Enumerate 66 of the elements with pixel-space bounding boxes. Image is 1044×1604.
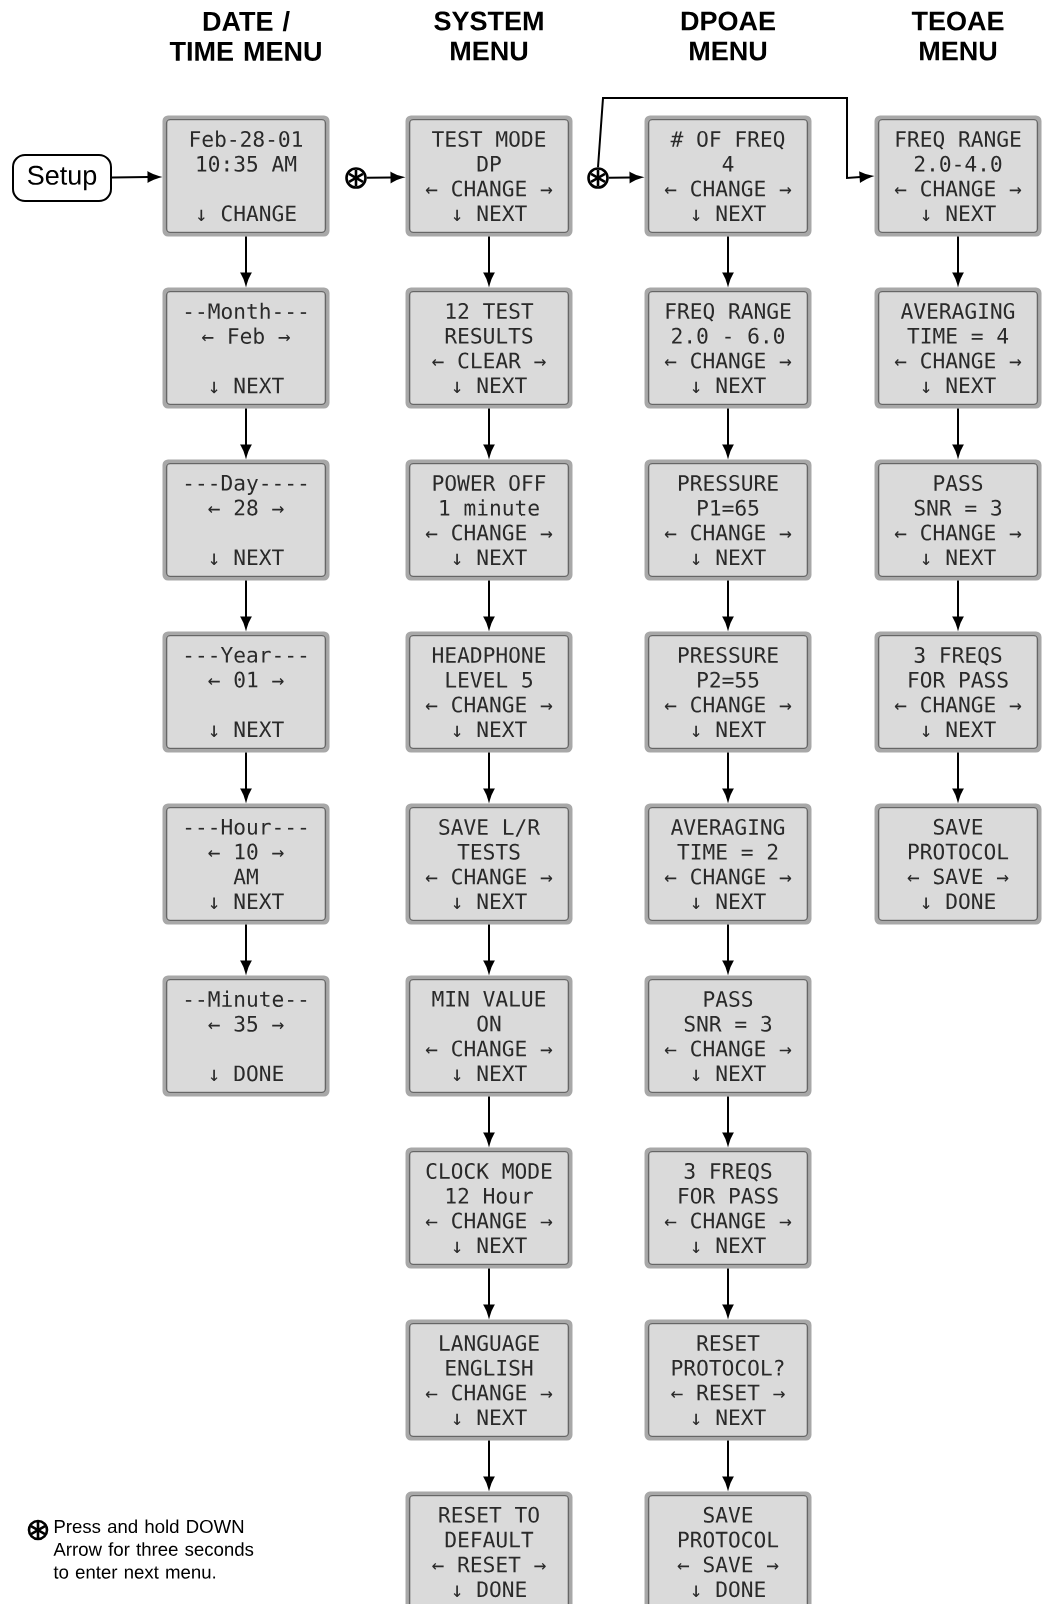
column-heading: DATE / TIME MENU [169, 11, 321, 61]
star-symbol [587, 167, 609, 189]
arrow [483, 751, 495, 801]
arrow [240, 235, 252, 285]
arrow [722, 1095, 734, 1145]
arrow [722, 407, 734, 457]
arrow [722, 579, 734, 629]
arrow [952, 579, 964, 629]
arrow [483, 1439, 495, 1489]
lcd-screen: PASS SNR = 3 ← CHANGE → ↓ NEXT [644, 975, 812, 1097]
lcd-screen: SAVE PROTOCOL ← SAVE → ↓ DONE [644, 1491, 812, 1604]
lcd-screen: --Month--- ← Feb → ↓ NEXT [162, 287, 330, 409]
lcd-screen: AVERAGING TIME = 4 ← CHANGE → ↓ NEXT [874, 287, 1042, 409]
lcd-screen: AVERAGING TIME = 2 ← CHANGE → ↓ NEXT [644, 803, 812, 925]
arrow [722, 1439, 734, 1489]
arrow [483, 407, 495, 457]
lcd-screen: 12 TEST RESULTS ← CLEAR → ↓ NEXT [405, 287, 573, 409]
lcd-screen: PRESSURE P1=65 ← CHANGE → ↓ NEXT [644, 459, 812, 581]
lcd-screen: RESET TO DEFAULT ← RESET → ↓ DONE [405, 1491, 573, 1604]
lcd-screen: CLOCK MODE 12 Hour ← CHANGE → ↓ NEXT [405, 1147, 573, 1269]
setup-terminal: Setup [12, 154, 112, 202]
lcd-screen: # OF FREQ 4 ← CHANGE → ↓ NEXT [644, 115, 812, 237]
lcd-screen: PRESSURE P2=55 ← CHANGE → ↓ NEXT [644, 631, 812, 753]
arrow [240, 923, 252, 973]
arrow [722, 751, 734, 801]
arrow [952, 407, 964, 457]
legend-text: Press and hold DOWN Arrow for three seconds to enter next menu. [53, 1519, 254, 1579]
lcd-screen: Feb-28-01 10:35 AM ↓ CHANGE [162, 115, 330, 237]
lcd-screen: FREQ RANGE 2.0 - 6.0 ← CHANGE → ↓ NEXT [644, 287, 812, 409]
column-heading: TEOAE MENU [911, 11, 1004, 61]
arrow [483, 579, 495, 629]
lcd-screen: ---Year--- ← 01 → ↓ NEXT [162, 631, 330, 753]
arrow [365, 172, 403, 183]
lcd-screen: SAVE L/R TESTS ← CHANGE → ↓ NEXT [405, 803, 573, 925]
lcd-screen: RESET PROTOCOL? ← RESET → ↓ NEXT [644, 1319, 812, 1441]
arrow [483, 923, 495, 973]
lcd-screen: TEST MODE DP ← CHANGE → ↓ NEXT [405, 115, 573, 237]
lcd-screen: --Minute-- ← 35 → ↓ DONE [162, 975, 330, 1097]
arrow [722, 923, 734, 973]
lcd-screen: ---Hour--- ← 10 → AM ↓ NEXT [162, 803, 330, 925]
star-symbol [345, 167, 367, 189]
arrow [240, 579, 252, 629]
arrow [952, 235, 964, 285]
lcd-screen: MIN VALUE ON ← CHANGE → ↓ NEXT [405, 975, 573, 1097]
lcd-screen: SAVE PROTOCOL ← SAVE → ↓ DONE [874, 803, 1042, 925]
lcd-screen: 3 FREQS FOR PASS ← CHANGE → ↓ NEXT [644, 1147, 812, 1269]
arrow [597, 97, 872, 183]
lcd-screen: LANGUAGE ENGLISH ← CHANGE → ↓ NEXT [405, 1319, 573, 1441]
lcd-screen: ---Day---- ← 28 → ↓ NEXT [162, 459, 330, 581]
arrow [240, 751, 252, 801]
arrow [722, 1267, 734, 1317]
lcd-screen: POWER OFF 1 minute ← CHANGE → ↓ NEXT [405, 459, 573, 581]
arrow [483, 1095, 495, 1145]
arrow [952, 751, 964, 801]
column-heading: DPOAE MENU [681, 11, 775, 61]
lcd-screen: FREQ RANGE 2.0-4.0 ← CHANGE → ↓ NEXT [874, 115, 1042, 237]
arrow [483, 1267, 495, 1317]
arrow [607, 172, 642, 183]
lcd-screen: 3 FREQS FOR PASS ← CHANGE → ↓ NEXT [874, 631, 1042, 753]
arrow [240, 407, 252, 457]
column-heading: SYSTEM MENU [434, 11, 543, 61]
arrow [722, 235, 734, 285]
lcd-screen: PASS SNR = 3 ← CHANGE → ↓ NEXT [874, 459, 1042, 581]
arrow [111, 171, 160, 183]
arrow [483, 235, 495, 285]
lcd-screen: HEADPHONE LEVEL 5 ← CHANGE → ↓ NEXT [405, 631, 573, 753]
